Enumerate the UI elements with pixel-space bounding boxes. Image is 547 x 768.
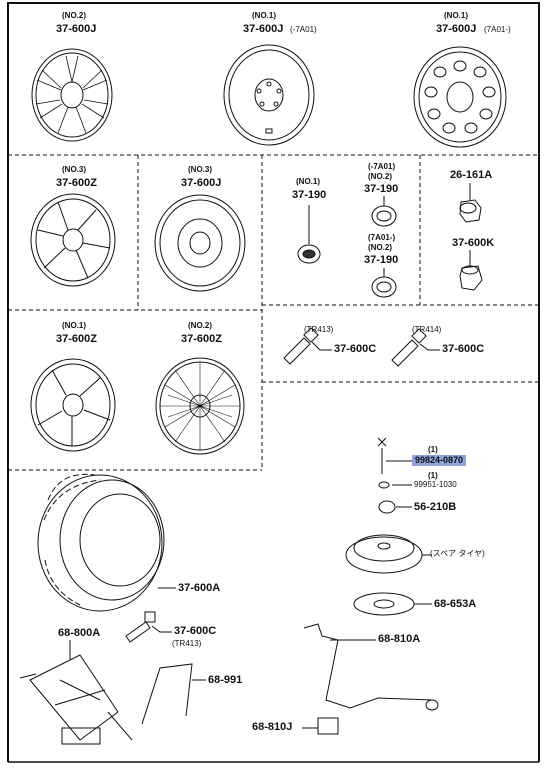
lug-wrench-handle — [303, 623, 439, 711]
lug-nut — [459, 183, 482, 223]
wheel3-pn[interactable]: 37-600J — [436, 23, 477, 35]
washer-qty: (1) — [428, 471, 438, 480]
cap2-no: (NO.2) — [368, 172, 392, 181]
spare-cap — [378, 500, 412, 514]
spare-tire-note: (スペア タイヤ) — [430, 549, 485, 558]
washer-pn[interactable]: 99951-1030 — [414, 480, 457, 489]
center-cap-2 — [371, 196, 397, 227]
valve-bottom-note: (TR413) — [172, 639, 202, 648]
valve1-note: (TR413) — [304, 325, 334, 334]
spacer — [353, 592, 432, 616]
wheel-5spoke-4 — [30, 193, 116, 287]
wheel-alloy-1 — [31, 48, 113, 142]
tire — [37, 473, 176, 612]
wheel-steel-2 — [223, 44, 315, 146]
washer — [378, 481, 412, 489]
lug-nut-pn[interactable]: 26-161A — [450, 169, 493, 181]
wheel1-pn[interactable]: 37-600J — [56, 23, 97, 35]
wheel4-no: (NO.3) — [62, 165, 86, 174]
wheel6-no: (NO.1) — [62, 321, 86, 330]
cap1-pn[interactable]: 37-190 — [292, 189, 327, 201]
tire-pn[interactable]: 37-600A — [178, 582, 221, 594]
handle2-pn[interactable]: 68-810J — [252, 721, 293, 733]
wheel-steel-3 — [413, 46, 507, 148]
wheel3-no: (NO.1) — [444, 11, 468, 20]
cap3-no: (NO.2) — [368, 243, 392, 252]
wheel7-pn[interactable]: 37-600Z — [181, 333, 222, 345]
valve-stem-bottom — [125, 611, 172, 643]
section-dividers — [8, 154, 539, 471]
wheel4-pn[interactable]: 37-600Z — [56, 177, 97, 189]
spare-tire — [345, 534, 432, 574]
cap3-pn[interactable]: 37-190 — [364, 254, 399, 266]
valve-bottom-pn[interactable]: 37-600C — [174, 625, 217, 637]
wheel5-pn[interactable]: 37-600J — [181, 177, 222, 189]
valve1-pn[interactable]: 37-600C — [334, 343, 377, 355]
wheel7-no: (NO.2) — [188, 321, 212, 330]
wheel-mesh-7 — [155, 357, 245, 455]
bolt-qty: (1) — [428, 445, 438, 454]
lock-key — [459, 250, 483, 291]
spare-bolt — [377, 437, 412, 474]
bolt-pn[interactable]: 99824-0870 — [412, 455, 467, 466]
bar-pn[interactable]: 68-991 — [208, 674, 243, 686]
handle-pn[interactable]: 68-810A — [378, 633, 421, 645]
cap3-note: (7A01-) — [368, 233, 396, 242]
wheel3-note: (7A01-) — [484, 25, 511, 34]
center-cap-1 — [297, 205, 321, 264]
wheel1-no: (NO.2) — [62, 11, 86, 20]
cap1-no: (NO.1) — [296, 177, 320, 186]
jack-pn[interactable]: 68-800A — [58, 627, 101, 639]
wheel-5spoke-6 — [30, 358, 116, 452]
valve2-pn[interactable]: 37-600C — [442, 343, 485, 355]
wheel5-no: (NO.3) — [188, 165, 212, 174]
wheel2-no: (NO.1) — [252, 11, 276, 20]
center-cap-3 — [371, 268, 397, 298]
cap2-note: (-7A01) — [368, 162, 396, 171]
wheel6-pn[interactable]: 37-600Z — [56, 333, 97, 345]
valve-stem-2 — [391, 328, 440, 367]
spacer-pn[interactable]: 68-653A — [434, 598, 477, 610]
wheel-steel-5 — [154, 194, 246, 292]
wheel2-note: (-7A01) — [290, 25, 317, 34]
valve-stem-1 — [283, 327, 332, 365]
handle-socket — [302, 717, 339, 735]
wheel2-pn[interactable]: 37-600J — [243, 23, 284, 35]
cap2-pn[interactable]: 37-190 — [364, 183, 399, 195]
spare-cap-pn[interactable]: 56-210B — [414, 501, 457, 513]
lock-key-pn[interactable]: 37-600K — [452, 237, 495, 249]
scissor-jack — [19, 640, 133, 745]
jack-bar — [141, 663, 206, 725]
valve2-note: (TR414) — [412, 325, 442, 334]
